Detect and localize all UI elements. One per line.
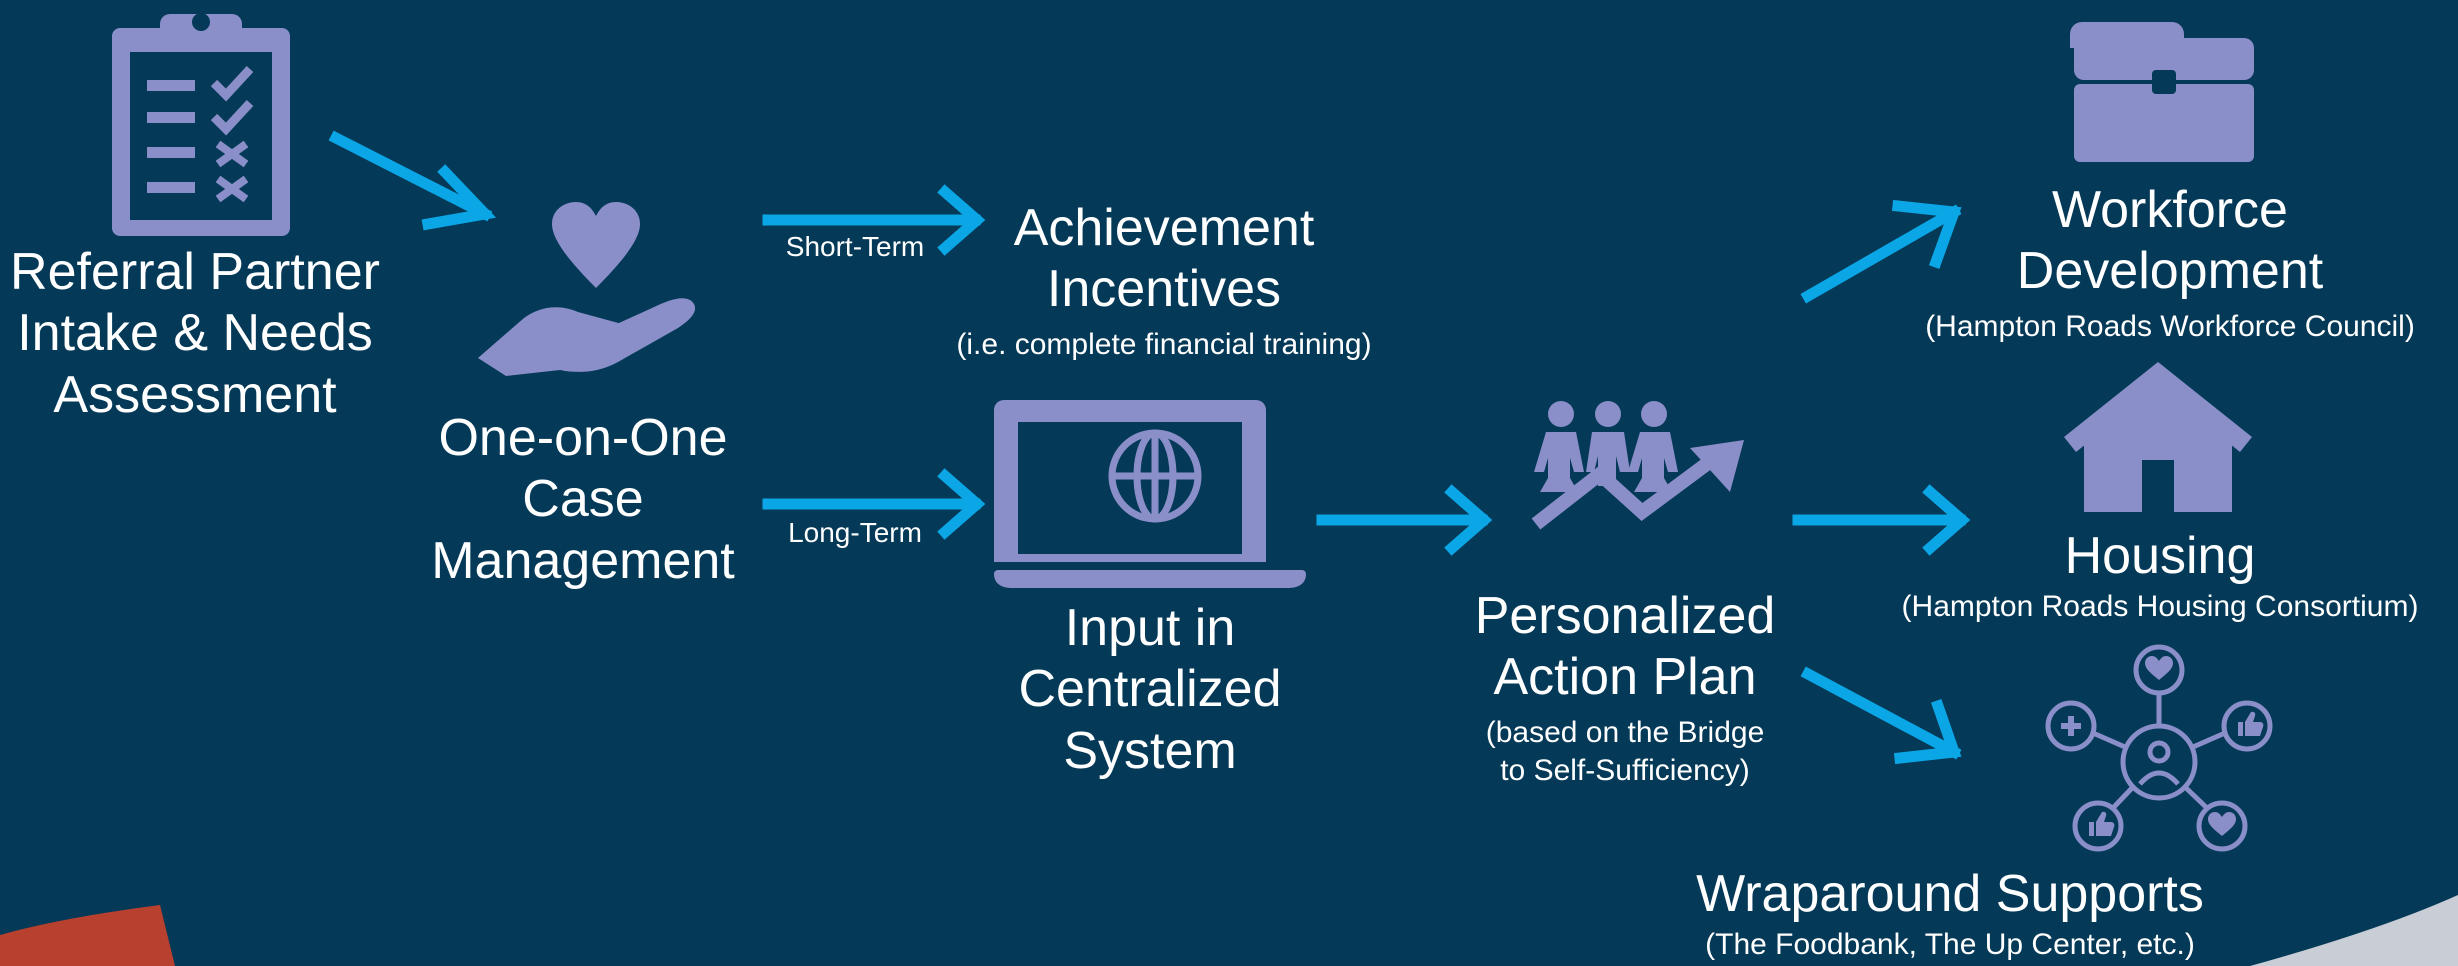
briefcase-icon	[2070, 22, 2254, 162]
input-system-label: Input in Centralized System	[960, 598, 1340, 782]
input-system-line2: Centralized	[1018, 660, 1282, 719]
workforce-line1: Workforce	[2052, 181, 2288, 239]
arrow-long-term	[762, 468, 986, 540]
people-growth-icon	[1531, 401, 1744, 530]
referral-line1: Referral Partner	[10, 243, 380, 301]
action-plan-note: (based on the Bridge to Self-Sufficiency…	[1430, 714, 1820, 789]
achievement-label: Achievement Incentives	[924, 198, 1404, 321]
workforce-line2: Development	[2016, 242, 2324, 301]
workforce-label: Workforce Development	[1930, 180, 2410, 303]
action-plan-line2: Action Plan	[1493, 648, 1757, 707]
case-mgmt-label: One-on-One Case Management	[408, 408, 758, 592]
arrow-system-to-plan	[1316, 484, 1493, 556]
housing-note: (Hampton Roads Housing Consortium)	[1901, 590, 2419, 623]
laptop-globe-icon	[994, 400, 1306, 588]
arrow-referral-to-case	[328, 130, 497, 231]
clipboard-checklist-icon	[112, 13, 290, 236]
workforce-note: (Hampton Roads Workforce Council)	[1925, 310, 2415, 343]
arrow-plan-to-housing	[1792, 484, 1971, 556]
referral-label: Referral Partner Intake & Needs Assessme…	[0, 242, 390, 426]
flow-arrows	[328, 130, 1971, 765]
input-system-line1: Input in	[1064, 599, 1236, 657]
action-plan-label: Personalized Action Plan	[1430, 586, 1820, 709]
support-network-icon	[2045, 644, 2273, 852]
action-plan-line1: Personalized	[1474, 587, 1776, 645]
house-icon	[2064, 362, 2252, 512]
arrow-plan-to-workforce	[1800, 199, 1962, 304]
corner-swoosh-red	[0, 905, 175, 966]
case-mgmt-line2: Case	[522, 470, 644, 529]
achievement-line1: Achievement	[1013, 199, 1315, 257]
case-mgmt-line3: Management	[431, 531, 735, 590]
arrow-plan-to-wraparound	[1800, 666, 1962, 765]
action-plan-note2: to Self-Sufficiency)	[1500, 753, 1750, 787]
referral-line2: Intake & Needs	[17, 304, 373, 363]
action-plan-note1: (based on the Bridge	[1485, 716, 1765, 749]
wraparound-label: Wraparound Supports	[1696, 865, 2204, 923]
corner-swoosh-grey	[2250, 895, 2458, 966]
achievement-note: (i.e. complete financial training)	[956, 328, 1372, 361]
support-network-glyphs	[2089, 656, 2264, 836]
long-term-label: Long-Term	[788, 517, 922, 548]
housing-label: Housing	[2064, 527, 2256, 585]
case-mgmt-line1: One-on-One	[438, 409, 728, 467]
achievement-line2: Incentives	[1046, 260, 1282, 319]
hand-heart-icon	[478, 202, 696, 376]
input-system-line3: System	[1063, 721, 1237, 780]
arrow-short-term	[762, 184, 986, 256]
wraparound-note: (The Foodbank, The Up Center, etc.)	[1705, 928, 2195, 961]
short-term-label: Short-Term	[785, 231, 925, 262]
referral-line3: Assessment	[53, 365, 337, 424]
